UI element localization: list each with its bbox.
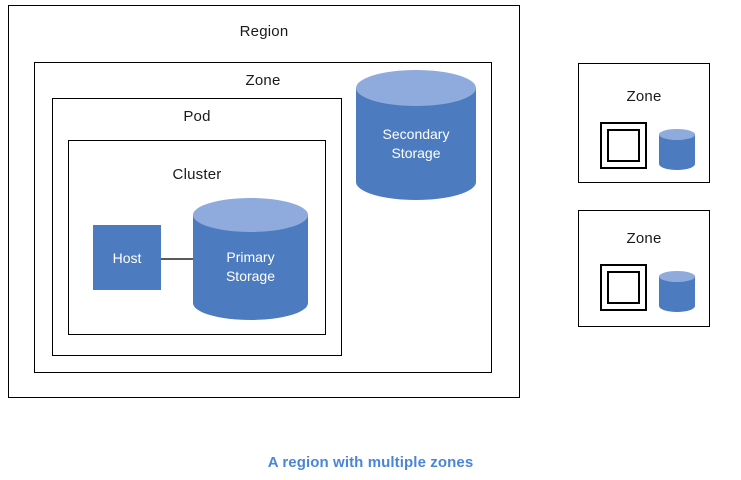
cylinder-bottom <box>659 158 695 170</box>
region-label: Region <box>239 23 289 40</box>
zone-box-side-1 <box>578 63 710 183</box>
cluster-square-inner-2 <box>607 271 640 304</box>
secondary-storage-label-line1: Secondary <box>382 126 450 142</box>
primary-storage-label-line2: Storage <box>225 268 276 284</box>
zone-box-main <box>34 62 492 373</box>
zone-label-side-1: Zone <box>626 88 662 105</box>
cylinder-bottom <box>193 286 308 320</box>
host-node: Host <box>93 225 161 290</box>
cylinder-bottom <box>659 300 695 312</box>
secondary-storage-label-line2: Storage <box>391 145 441 161</box>
host-label: Host <box>112 249 142 266</box>
diagram-caption: A region with multiple zones <box>267 454 474 471</box>
cylinder-top <box>193 198 308 232</box>
cluster-box <box>68 140 326 335</box>
secondary-storage-cylinder: Secondary Storage <box>356 70 476 200</box>
cluster-square-inner-1 <box>607 129 640 162</box>
zone-label-main: Zone <box>245 72 281 89</box>
cylinder-top <box>659 129 695 140</box>
zone-box-side-2 <box>578 210 710 327</box>
region-box <box>8 5 520 398</box>
cylinder-top <box>659 271 695 282</box>
pod-square-outer-2 <box>600 264 647 311</box>
cluster-label: Cluster <box>172 166 222 183</box>
pod-square-outer-1 <box>600 122 647 169</box>
primary-storage-cylinder: Primary Storage <box>193 198 308 320</box>
zone-storage-cylinder-2 <box>659 271 695 312</box>
zone-label-side-2: Zone <box>626 230 662 247</box>
primary-storage-label-line1: Primary <box>226 249 275 265</box>
host-storage-connector <box>158 258 198 260</box>
cylinder-bottom <box>356 164 476 200</box>
cylinder-top <box>356 70 476 106</box>
pod-label: Pod <box>183 108 211 125</box>
pod-box <box>52 98 342 356</box>
zone-storage-cylinder-1 <box>659 129 695 170</box>
